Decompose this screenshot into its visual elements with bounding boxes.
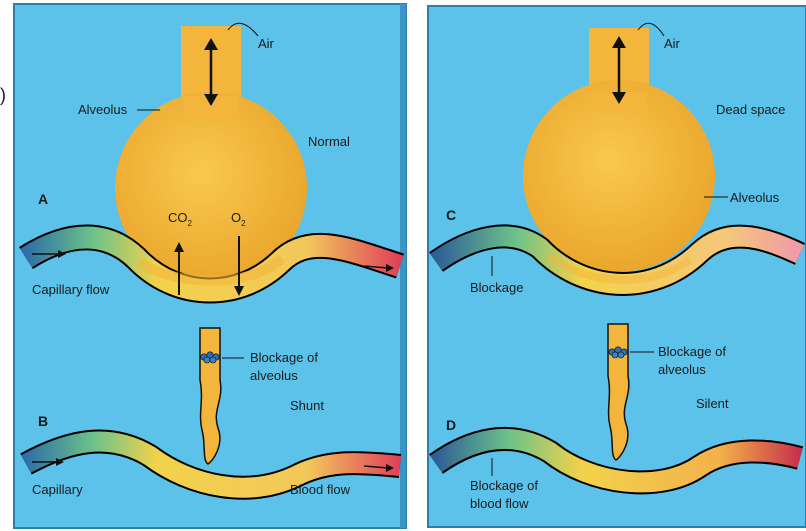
blood-flow-label: Blood flow <box>290 482 351 497</box>
air-label: Air <box>258 36 275 51</box>
panel-letter-a: A <box>38 191 48 207</box>
alveolus-label: Alveolus <box>78 102 128 117</box>
blockage-of-alveolus-label-d-line2: alveolus <box>658 362 706 377</box>
right-panel: Air Dead space Alveolus C Blockage Block… <box>428 6 806 527</box>
shunt-label: Shunt <box>290 398 324 413</box>
capillary-label: Capillary <box>32 482 83 497</box>
left-panel-shadow <box>400 4 406 528</box>
air-label-c: Air <box>664 36 681 51</box>
blockage-of-alveolus-label-d-line1: Blockage of <box>658 344 726 359</box>
silent-label: Silent <box>696 396 729 411</box>
left-panel: Air Alveolus Normal A CO2 O2 Capillary f… <box>14 4 406 528</box>
normal-label: Normal <box>308 134 350 149</box>
blockage-of-alveolus-label-line2: alveolus <box>250 368 298 383</box>
alveolus-label-c: Alveolus <box>730 190 780 205</box>
panel-letter-b: B <box>38 413 48 429</box>
blockage-label: Blockage <box>470 280 523 295</box>
dead-space-label: Dead space <box>716 102 785 117</box>
capillary-flow-label: Capillary flow <box>32 282 110 297</box>
blockage-of-blood-flow-label-line2: blood flow <box>470 496 529 511</box>
panel-letter-d: D <box>446 417 456 433</box>
panel-letter-c: C <box>446 207 456 223</box>
stray-mark: ) <box>0 85 6 105</box>
blockage-of-blood-flow-label-line1: Blockage of <box>470 478 538 493</box>
blockage-of-alveolus-label-line1: Blockage of <box>250 350 318 365</box>
